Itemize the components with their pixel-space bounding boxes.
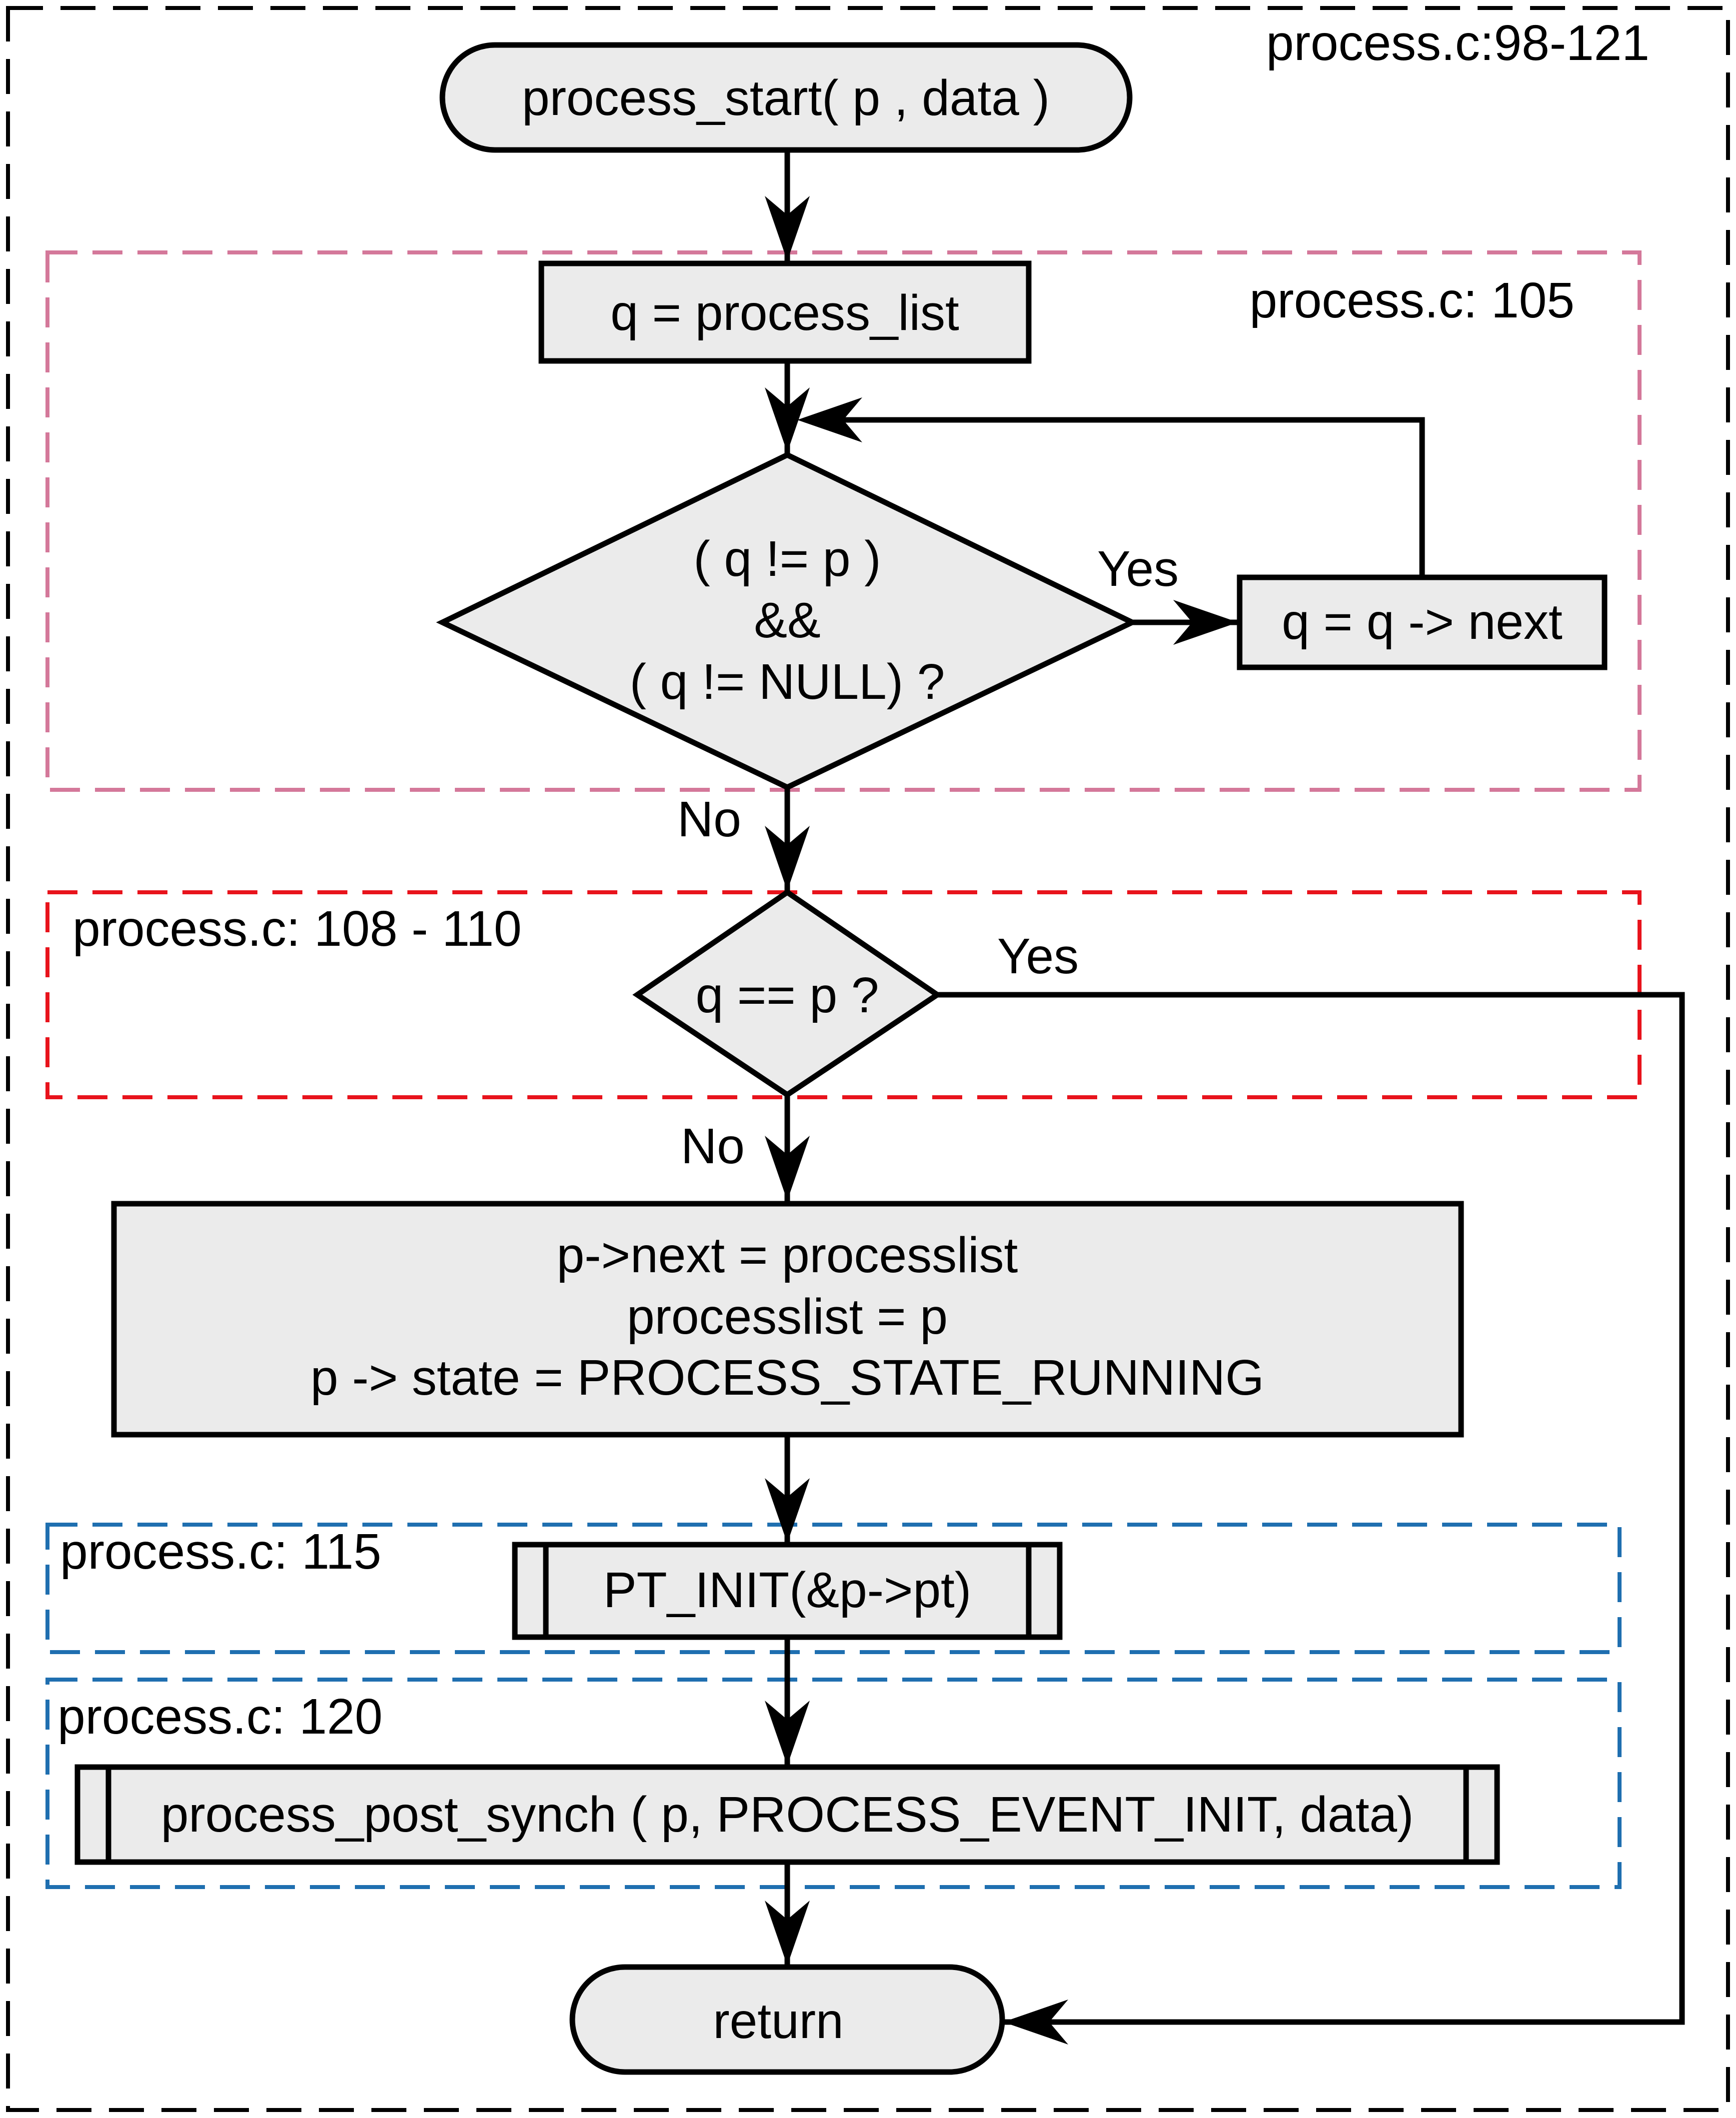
region-105-border bbox=[45, 250, 1642, 792]
pt-init-label: PT_INIT(&p->pt) bbox=[603, 1562, 971, 1618]
node-pt-init: PT_INIT(&p->pt) bbox=[512, 1542, 1063, 1640]
loop-condition-line-3: ( q != NULL) ? bbox=[630, 654, 945, 710]
pt-init-box bbox=[512, 1542, 1063, 1640]
edge-label-loop-no: No bbox=[677, 791, 741, 847]
edge-found-yes bbox=[937, 992, 1685, 2025]
advance-q-box bbox=[1237, 574, 1608, 670]
node-check-found: q == p ? bbox=[632, 889, 942, 1098]
edges bbox=[765, 152, 1685, 2045]
node-post-synch: process_post_synch ( p, PROCESS_EVENT_IN… bbox=[74, 1764, 1500, 1865]
insert-line-3: p -> state = PROCESS_STATE_RUNNING bbox=[310, 1350, 1264, 1406]
edge-label-found-no: No bbox=[681, 1118, 745, 1174]
outer-frame-label: process.c:98-121 bbox=[1266, 15, 1650, 71]
region-120-border bbox=[45, 1678, 1622, 1889]
post-synch-label: process_post_synch ( p, PROCESS_EVENT_IN… bbox=[161, 1787, 1414, 1843]
insert-line-2: processlist = p bbox=[627, 1289, 948, 1345]
post-synch-box bbox=[74, 1764, 1500, 1865]
region-105-label: process.c: 105 bbox=[1250, 272, 1575, 328]
outer-frame bbox=[6, 6, 1730, 2112]
node-insert: p->next = processlist processlist = p p … bbox=[111, 1201, 1464, 1438]
assign-q-label: q = process_list bbox=[610, 285, 959, 341]
node-loop-condition: ( q != p ) && ( q != NULL) ? bbox=[436, 451, 1139, 791]
arrowhead-loop-back bbox=[797, 397, 862, 442]
insert-box bbox=[111, 1201, 1464, 1438]
node-start: process_start( p , data ) bbox=[439, 42, 1133, 153]
arrowhead-into-found bbox=[765, 826, 810, 891]
node-advance-q: q = q -> next bbox=[1237, 574, 1608, 670]
start-label: process_start( p , data ) bbox=[522, 70, 1050, 126]
node-assign-q: q = process_list bbox=[538, 260, 1032, 364]
region-120-label: process.c: 120 bbox=[57, 1689, 382, 1745]
edge-advance-back-to-loop bbox=[805, 417, 1425, 577]
arrowhead-into-loop bbox=[765, 387, 810, 452]
arrowhead-into-assign bbox=[765, 196, 810, 261]
start-terminal bbox=[439, 42, 1133, 153]
node-return: return bbox=[569, 1964, 1005, 2075]
region-108-110-label: process.c: 108 - 110 bbox=[72, 901, 522, 957]
loop-condition-line-2: && bbox=[754, 592, 820, 648]
advance-q-label: q = q -> next bbox=[1282, 594, 1563, 650]
region-120: process.c: 120 bbox=[45, 1678, 1622, 1889]
arrowhead-into-ptinit bbox=[765, 1478, 810, 1543]
arrowhead-into-return-top bbox=[765, 1901, 810, 1966]
arrowhead-into-advance bbox=[1173, 600, 1238, 645]
loop-condition-diamond bbox=[436, 451, 1139, 791]
check-found-label: q == p ? bbox=[696, 967, 879, 1023]
assign-q-box bbox=[538, 260, 1032, 364]
return-terminal bbox=[569, 1964, 1005, 2075]
region-105: process.c: 105 bbox=[45, 250, 1642, 792]
region-115: process.c: 115 bbox=[45, 1523, 1622, 1654]
edge-label-found-yes: Yes bbox=[997, 928, 1079, 984]
region-115-label: process.c: 115 bbox=[60, 1524, 381, 1580]
return-label: return bbox=[713, 1993, 843, 2049]
region-115-border bbox=[45, 1523, 1622, 1654]
arrowhead-into-postsynch bbox=[765, 1701, 810, 1766]
check-found-diamond bbox=[632, 889, 942, 1098]
insert-line-1: p->next = processlist bbox=[557, 1227, 1018, 1283]
arrowhead-into-insert bbox=[765, 1136, 810, 1201]
arrowhead-into-return-right bbox=[1003, 2000, 1068, 2045]
loop-condition-line-1: ( q != p ) bbox=[693, 531, 881, 587]
edge-label-loop-yes: Yes bbox=[1097, 541, 1179, 597]
